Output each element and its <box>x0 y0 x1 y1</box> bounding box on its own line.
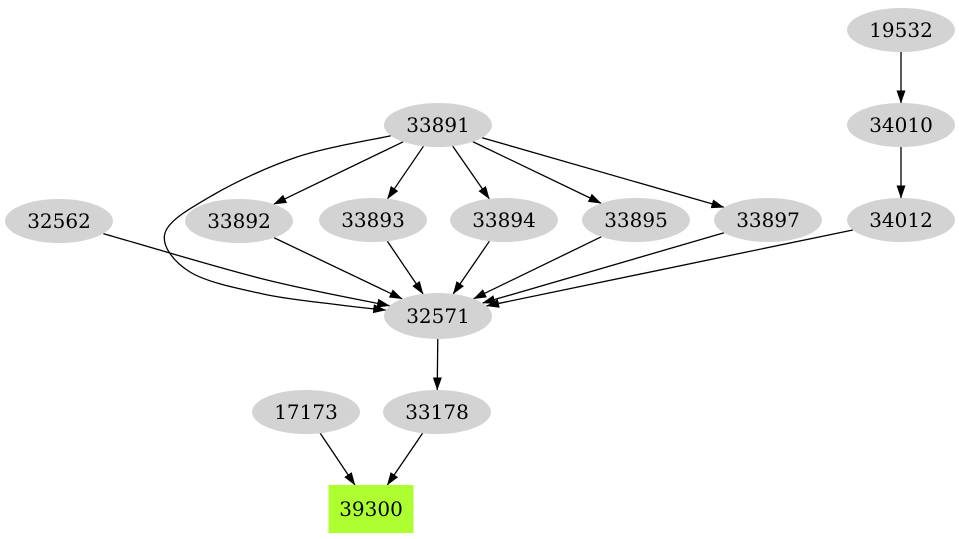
node-ellipse-shape <box>384 293 492 339</box>
node-ellipse-shape <box>847 8 955 52</box>
edge-33178-39300 <box>386 432 424 486</box>
node-box-shape <box>328 485 414 533</box>
node-ellipse-shape <box>185 199 293 243</box>
node-ellipse-shape <box>319 198 427 242</box>
node-label: 33897 <box>736 208 800 232</box>
node-32571: 32571 <box>384 293 492 339</box>
node-33178: 33178 <box>383 390 491 434</box>
node-layer: 19532 34010 34012 33891 32562 33892 33893 33894… <box>5 8 955 533</box>
edge-33892-32571 <box>273 237 403 300</box>
node-label: 33891 <box>406 113 470 137</box>
node-label: 33892 <box>207 209 271 233</box>
node-label: 33894 <box>472 208 536 232</box>
node-label: 17173 <box>274 400 338 424</box>
node-ellipse-shape <box>252 390 360 434</box>
edge-33897-32571 <box>482 232 725 304</box>
node-label: 19532 <box>869 18 933 42</box>
edge-layer <box>103 52 906 486</box>
node-label: 34010 <box>869 113 933 137</box>
node-33891: 33891 <box>384 103 492 147</box>
edge-33891-33895 <box>472 141 602 204</box>
node-ellipse-shape <box>582 198 690 242</box>
node-33895: 33895 <box>582 198 690 242</box>
node-ellipse-shape <box>383 390 491 434</box>
node-33897: 33897 <box>714 198 822 242</box>
node-ellipse-shape <box>847 103 955 147</box>
node-34010: 34010 <box>847 103 955 147</box>
edge-17173-39300 <box>319 432 356 486</box>
node-33894: 33894 <box>450 198 558 242</box>
edge-33891-33893 <box>386 145 425 200</box>
node-34012: 34012 <box>847 198 955 242</box>
node-ellipse-shape <box>384 103 492 147</box>
edge-33891-33894 <box>452 145 490 200</box>
node-33893: 33893 <box>319 198 427 242</box>
node-label: 33893 <box>341 208 405 232</box>
node-label: 39300 <box>339 497 403 521</box>
node-label: 33895 <box>604 208 668 232</box>
node-label: 33178 <box>405 400 469 424</box>
node-32562: 32562 <box>5 199 113 243</box>
edge-33894-32571 <box>452 240 490 295</box>
node-label: 32571 <box>406 304 470 328</box>
edge-33893-32571 <box>386 240 424 295</box>
edge-33891-32571 <box>163 135 391 314</box>
edge-32562-32571 <box>103 232 391 308</box>
node-17173: 17173 <box>252 390 360 434</box>
edge-34012-32571 <box>486 229 854 308</box>
node-ellipse-shape <box>714 198 822 242</box>
node-33892: 33892 <box>185 199 293 243</box>
edge-33891-33897 <box>481 137 725 209</box>
edge-33895-32571 <box>473 236 602 300</box>
node-39300: 39300 <box>328 485 414 533</box>
node-label: 32562 <box>27 209 91 233</box>
node-ellipse-shape <box>5 199 113 243</box>
edge-32571-33178 <box>432 338 442 391</box>
node-19532: 19532 <box>847 8 955 52</box>
node-ellipse-shape <box>450 198 558 242</box>
node-ellipse-shape <box>847 198 955 242</box>
node-label: 34012 <box>869 208 933 232</box>
edge-33891-33892 <box>273 141 404 205</box>
